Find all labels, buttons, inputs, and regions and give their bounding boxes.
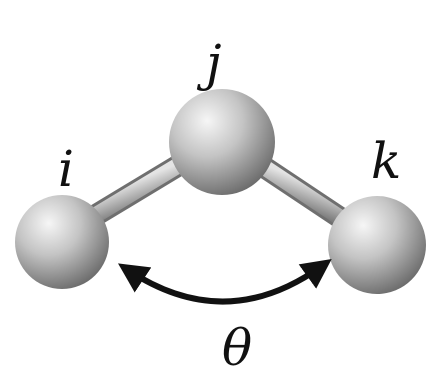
atom-i: [15, 195, 109, 289]
atom-k: [328, 196, 426, 294]
atom-i-label: i: [58, 140, 74, 198]
angle-theta-label: θ: [222, 319, 252, 377]
atom-j: [169, 89, 275, 195]
atom-j-label: j: [196, 34, 222, 92]
atom-k-label: k: [371, 132, 401, 190]
angle-arrow: [117, 259, 332, 305]
